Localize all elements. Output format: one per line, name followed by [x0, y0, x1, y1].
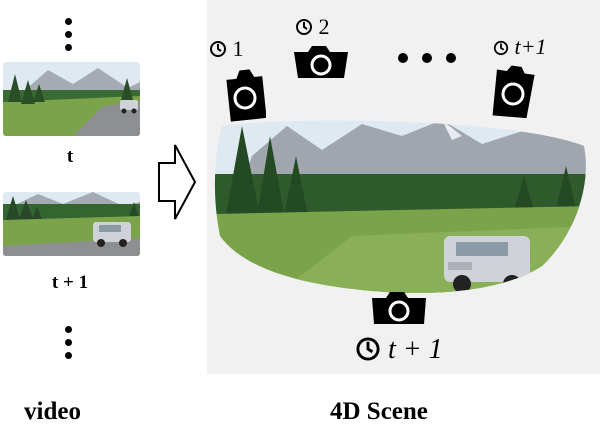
clock-icon — [493, 40, 509, 56]
camera-2-index: 2 — [318, 14, 330, 39]
camera-icon — [292, 44, 350, 85]
frame-t-label: t — [66, 146, 74, 167]
bottom-ellipsis — [64, 326, 72, 365]
camera-2-time: 2 — [295, 14, 330, 40]
top-ellipsis — [64, 18, 72, 57]
camera-3-index: t+1 — [514, 34, 547, 59]
frame-t1-label: t + 1 — [51, 272, 89, 293]
scene-caption: 4D Scene — [330, 398, 428, 425]
bottom-camera-time: t + 1 — [355, 334, 443, 366]
clock-icon — [296, 19, 312, 35]
camera-icon — [224, 64, 267, 127]
camera-1-index: 1 — [232, 36, 244, 61]
clock-icon — [356, 337, 380, 361]
scene-panorama — [212, 116, 590, 303]
camera-3-time: t+1 — [493, 34, 546, 60]
video-frame-t — [3, 62, 140, 136]
video-caption: video — [24, 398, 81, 425]
bottom-camera-index: t + 1 — [388, 334, 443, 365]
camera-1-time: 1 — [209, 36, 244, 62]
video-frame-t1 — [3, 192, 140, 256]
camera-icon — [370, 290, 428, 331]
clock-icon — [210, 41, 226, 57]
right-arrow-icon — [157, 143, 197, 226]
camera-ellipsis — [398, 50, 470, 68]
camera-icon — [490, 62, 536, 125]
